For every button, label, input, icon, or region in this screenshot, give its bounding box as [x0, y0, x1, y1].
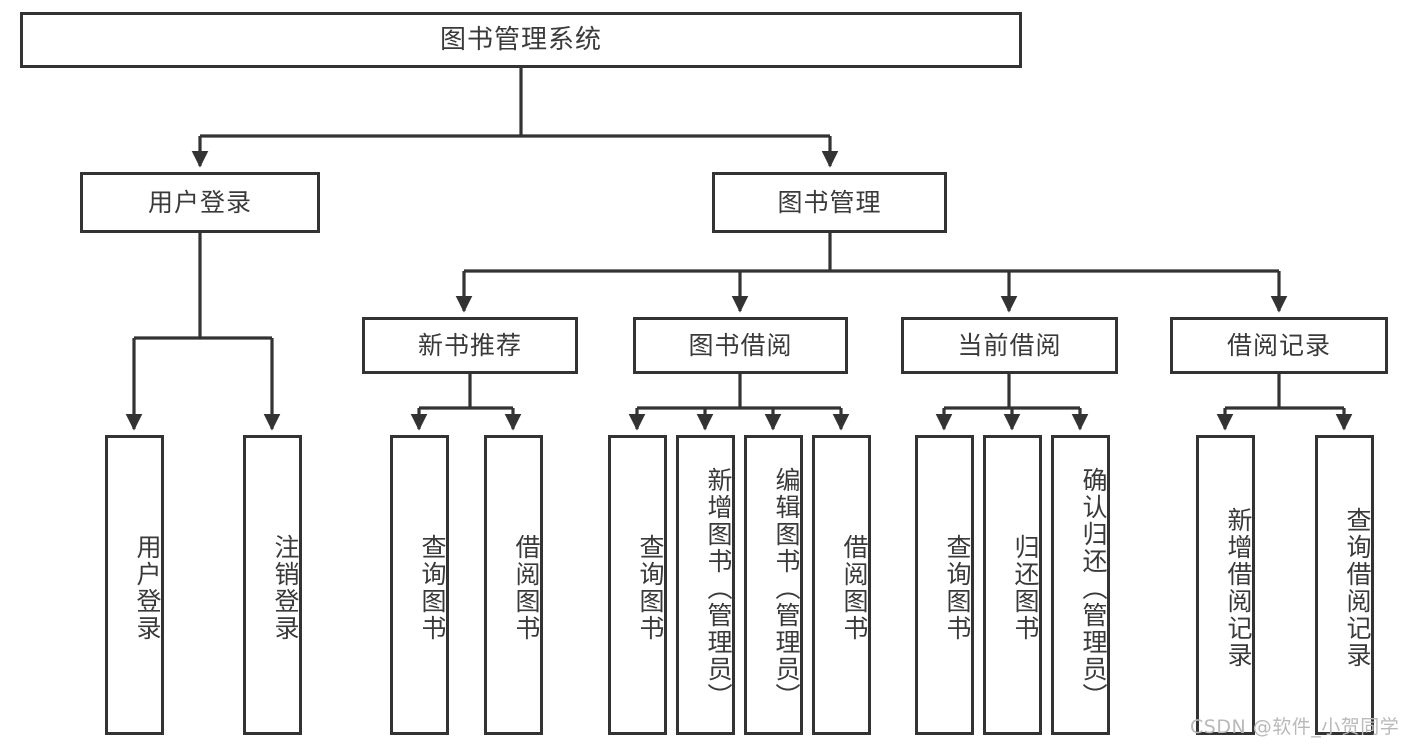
node-leaf-8[interactable]: 查询图书 — [915, 435, 974, 735]
node-leaf-label: 编辑图书（管理员） — [772, 466, 801, 710]
node-level2-0[interactable]: 用户登录 — [80, 172, 320, 233]
csdn-watermark: CSDN @软件_小贺同学 — [1190, 716, 1400, 738]
node-leaf-label: 注销登录 — [271, 534, 300, 642]
node-leaf-4[interactable]: 查询图书 — [608, 435, 667, 735]
node-leaf-label: 归还图书 — [1011, 534, 1040, 642]
node-leaf-label: 查询图书 — [418, 534, 447, 642]
node-leaf-6[interactable]: 编辑图书（管理员） — [744, 435, 803, 735]
node-level3-2[interactable]: 当前借阅 — [901, 317, 1118, 374]
node-level3-0[interactable]: 新书推荐 — [362, 317, 578, 374]
node-leaf-3[interactable]: 借阅图书 — [484, 435, 543, 735]
node-root-book-management-system[interactable]: 图书管理系统 — [20, 12, 1022, 68]
node-level3-1[interactable]: 图书借阅 — [633, 317, 848, 374]
node-leaf-7[interactable]: 借阅图书 — [812, 435, 871, 735]
node-leaf-label: 新增图书（管理员） — [704, 466, 733, 710]
node-leaf-0[interactable]: 用户登录 — [105, 435, 164, 735]
node-leaf-label: 借阅图书 — [512, 534, 541, 642]
node-leaf-label: 借阅图书 — [840, 534, 869, 642]
node-level2-1[interactable]: 图书管理 — [712, 172, 947, 233]
node-leaf-5[interactable]: 新增图书（管理员） — [676, 435, 735, 735]
node-leaf-11[interactable]: 新增借阅记录 — [1196, 435, 1255, 735]
node-level3-3[interactable]: 借阅记录 — [1170, 317, 1388, 374]
node-leaf-12[interactable]: 查询借阅记录 — [1315, 435, 1374, 735]
node-leaf-label: 查询借阅记录 — [1343, 507, 1372, 669]
node-leaf-label: 查询图书 — [943, 534, 972, 642]
node-leaf-label: 查询图书 — [636, 534, 665, 642]
node-leaf-label: 新增借阅记录 — [1224, 507, 1253, 669]
node-leaf-2[interactable]: 查询图书 — [390, 435, 449, 735]
node-leaf-label: 用户登录 — [133, 534, 162, 642]
node-leaf-1[interactable]: 注销登录 — [243, 435, 302, 735]
node-leaf-10[interactable]: 确认归还（管理员） — [1051, 435, 1110, 735]
node-leaf-label: 确认归还（管理员） — [1079, 466, 1108, 710]
node-leaf-9[interactable]: 归还图书 — [983, 435, 1042, 735]
